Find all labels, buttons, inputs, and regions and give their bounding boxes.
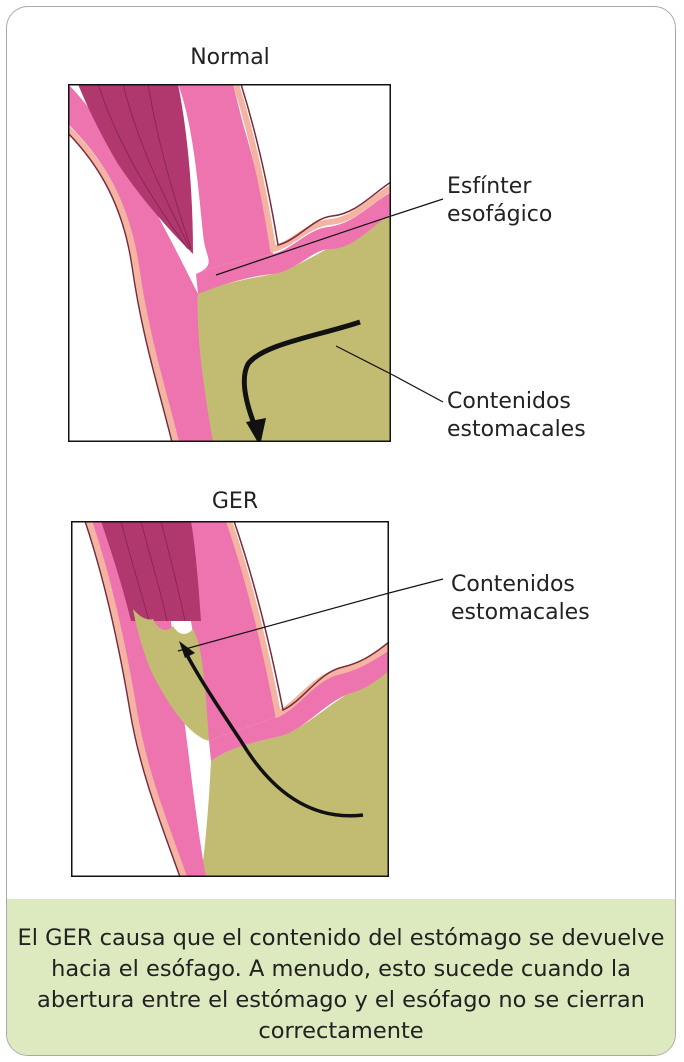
ger-reflux-arrow — [185, 654, 364, 818]
ger-contents-label: Contenidos estomacales — [451, 572, 590, 625]
caption-text: El GER causa que el contenido del estóma… — [17, 925, 665, 1044]
normal-contents-label: Contenidos estomacales — [447, 389, 586, 442]
normal-stomach-wall — [196, 192, 391, 294]
normal-upper-lining — [233, 84, 391, 253]
normal-sphincter-label: Esfínter esofágico — [447, 174, 553, 227]
normal-panel-title: Normal — [190, 45, 270, 70]
ger-refluxed-contents — [133, 609, 209, 741]
ger-muscle-band — [101, 521, 201, 621]
normal-outer-lining — [68, 126, 179, 442]
caption-box: El GER causa que el contenido del estóma… — [7, 899, 675, 1055]
normal-leader-lines — [391, 198, 444, 403]
normal-food-arrow — [241, 319, 361, 430]
ger-esophagus-wall-left — [91, 521, 206, 877]
ger-stomach-wall — [209, 649, 389, 761]
ger-stomach-fill — [201, 671, 389, 877]
diagram-card: Normal Esfínter eso — [6, 6, 676, 1056]
ger-outer-lining — [86, 521, 187, 877]
ger-esophagus-illustration — [71, 521, 389, 877]
normal-stomach-fill — [188, 214, 391, 442]
ger-leader-line — [389, 578, 444, 594]
ger-panel-title: GER — [211, 489, 259, 514]
normal-esophagus-wall-left — [68, 84, 213, 442]
normal-esophagus-illustration — [68, 84, 391, 442]
normal-esophagus-wall-right — [178, 84, 273, 274]
